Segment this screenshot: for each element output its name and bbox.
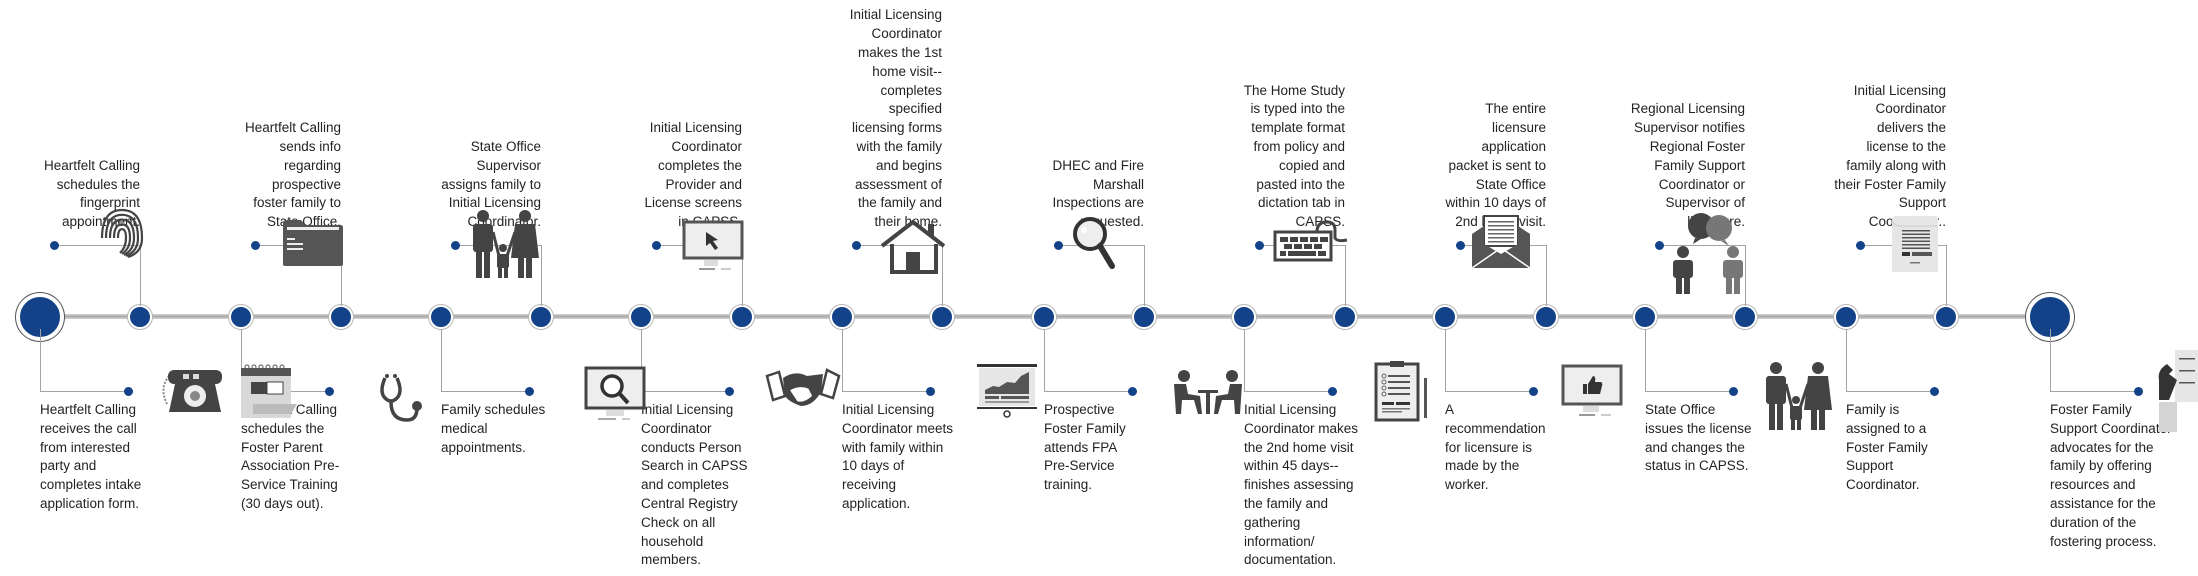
step-dot — [124, 387, 133, 396]
monitor-cursor-icon — [682, 220, 744, 272]
timeline-node — [1534, 305, 1558, 329]
clipboard-icon — [1374, 360, 1432, 422]
step-dot — [1054, 241, 1063, 250]
step-dot — [1856, 241, 1865, 250]
step-description: Heartfelt Calling schedules the fingerpr… — [43, 157, 140, 230]
step-connector — [2050, 329, 2139, 392]
step-dot — [926, 387, 935, 396]
timeline-node — [629, 305, 653, 329]
timeline-node — [1132, 305, 1156, 329]
step-connector — [40, 329, 129, 392]
conversation-icon — [1669, 210, 1749, 294]
step-dot — [1655, 241, 1664, 250]
timeline-node — [1733, 305, 1757, 329]
timeline-node — [830, 305, 854, 329]
step-description: Heartfelt Calling sends info regarding p… — [244, 120, 341, 230]
envelope-icon — [1470, 214, 1532, 270]
step-description: Initial Licensing Coordinator meets with… — [842, 402, 954, 511]
step-description: Family schedules medical appointments. — [441, 402, 546, 455]
magnifier-icon — [1072, 216, 1118, 272]
step-description: Family is assigned to a Foster Family Su… — [1846, 402, 1928, 493]
handshake-icon — [765, 366, 841, 410]
keyboard-icon — [1273, 218, 1355, 262]
step-description: Initial Licensing Coordinator makes the … — [1244, 402, 1359, 568]
step-description: Foster Family Support Coordinator advoca… — [2050, 402, 2172, 549]
timeline-node — [1633, 305, 1657, 329]
timeline-node — [730, 305, 754, 329]
checklist-hand-icon — [2155, 350, 2198, 432]
step-connector — [842, 329, 931, 392]
step-dot — [325, 387, 334, 396]
step-dot — [852, 241, 861, 250]
timeline-node — [229, 305, 253, 329]
step-connector — [455, 245, 542, 306]
timeline-node — [930, 305, 954, 329]
step-description: The Home Study is typed into the templat… — [1243, 82, 1345, 230]
step-description: Initial Licensing Coordinator completes … — [644, 120, 742, 229]
step-connector — [1645, 329, 1734, 392]
step-connector — [641, 329, 730, 392]
step-description: State Office issues the license and chan… — [1645, 402, 1752, 474]
step-dot — [1128, 387, 1137, 396]
timeline-node — [128, 305, 152, 329]
presentation-board-icon — [975, 362, 1039, 418]
step-dot — [50, 241, 59, 250]
timeline-node — [1333, 305, 1357, 329]
step-dot — [1729, 387, 1738, 396]
step-connector — [1044, 329, 1133, 392]
timeline-node — [329, 305, 353, 329]
step-dot — [652, 241, 661, 250]
family-icon — [1762, 362, 1832, 432]
family-icon — [469, 210, 539, 280]
step-description: Heartfelt Calling receives the call from… — [40, 402, 142, 511]
step-connector — [1659, 245, 1746, 306]
step-dot — [725, 387, 734, 396]
step-description: Initial Licensing Coordinator makes the … — [849, 7, 942, 230]
step-dot — [1255, 241, 1264, 250]
step-description: The entire licensure application packet … — [1445, 101, 1546, 230]
step-connector — [54, 245, 141, 306]
step-connector — [1244, 329, 1333, 392]
stethoscope-icon — [377, 372, 425, 426]
calendar-icon — [239, 362, 299, 420]
step-connector — [856, 245, 943, 306]
timeline-node — [1433, 305, 1457, 329]
timeline-node — [1834, 305, 1858, 329]
timeline-node — [1934, 305, 1958, 329]
step-dot — [451, 241, 460, 250]
timeline-node — [529, 305, 553, 329]
timeline-node — [1232, 305, 1256, 329]
step-dot — [525, 387, 534, 396]
step-dot — [251, 241, 260, 250]
monitor-thumbs-up-icon — [1561, 364, 1623, 420]
license-document-icon — [1890, 216, 1940, 274]
timeline-node — [1032, 305, 1056, 329]
step-description: A recommendation for licensure is made b… — [1445, 402, 1546, 493]
step-description: Prospective Foster Family attends FPA Pr… — [1044, 402, 1126, 493]
step-description: Initial Licensing Coordinator conducts P… — [641, 402, 748, 568]
step-dot — [1529, 387, 1538, 396]
step-connector — [1445, 329, 1534, 392]
step-connector — [441, 329, 530, 392]
meeting-icon — [1172, 370, 1244, 416]
step-dot — [1328, 387, 1337, 396]
house-icon — [880, 218, 946, 274]
step-connector — [1846, 329, 1935, 392]
step-dot — [2134, 387, 2143, 396]
monitor-search-icon — [584, 366, 646, 422]
step-dot — [1930, 387, 1939, 396]
step-description: Initial Licensing Coordinator delivers t… — [1834, 82, 1946, 230]
folder-icon — [281, 218, 345, 268]
fingerprint-icon — [100, 208, 144, 260]
telephone-icon — [155, 368, 225, 416]
step-description: DHEC and Fire Marshall Inspections are r… — [1052, 157, 1144, 230]
timeline-node — [429, 305, 453, 329]
step-dot — [1456, 241, 1465, 250]
